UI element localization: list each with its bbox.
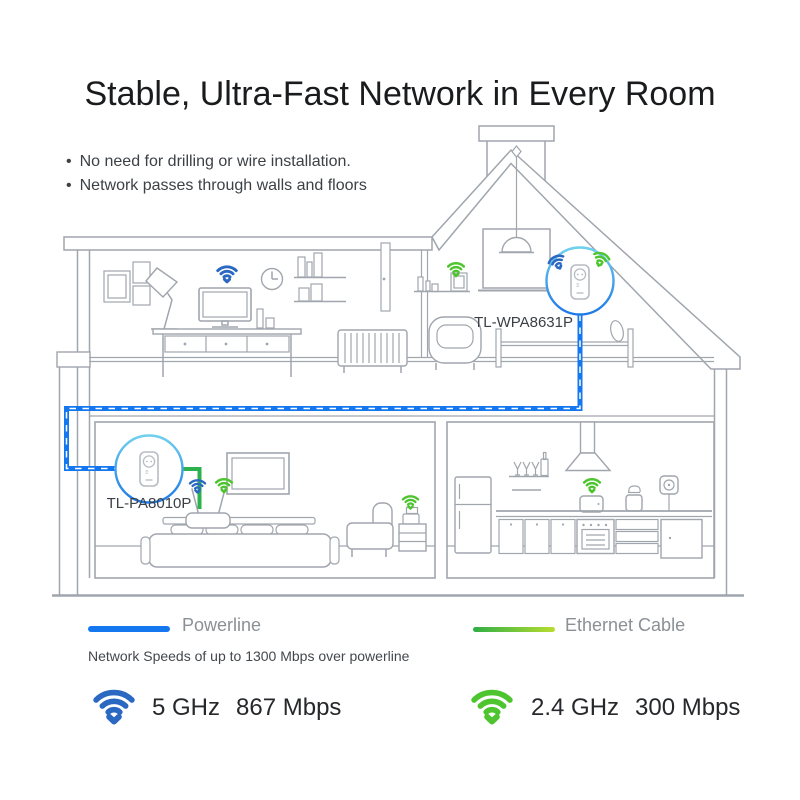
- cup: [265, 317, 275, 329]
- printer: [402, 513, 420, 525]
- candle: [256, 308, 264, 329]
- range-hood: [564, 421, 612, 472]
- feature-list: No need for drilling or wire installatio…: [66, 150, 367, 198]
- door: [380, 242, 391, 312]
- feature-item: Network passes through walls and floors: [66, 174, 367, 198]
- band-speed: 300 Mbps: [635, 694, 741, 721]
- ethernet-legend-line: [473, 627, 555, 632]
- attic-wall: [420, 250, 429, 357]
- left-wall: [76, 250, 91, 595]
- band-label: 5 GHz: [152, 694, 221, 721]
- bedroom-armchair: [346, 502, 394, 557]
- chimney: [486, 141, 546, 181]
- device-tl-pa8010p: [114, 434, 184, 504]
- pillow: [610, 320, 624, 342]
- band-24ghz: 2.4 GHz 300 Mbps: [531, 694, 740, 722]
- band-speed: 867 Mbps: [236, 694, 342, 721]
- roof: [431, 148, 741, 370]
- fridge: [454, 476, 492, 554]
- pendant-lamp: [499, 145, 534, 254]
- page-title: Stable, Ultra-Fast Network in Every Room: [84, 74, 716, 113]
- bottle: [540, 458, 549, 477]
- smart-speaker: [579, 495, 604, 513]
- kitchen-cabinets: [496, 510, 712, 559]
- powerline-legend-label: Powerline: [182, 615, 262, 635]
- device-label-pa8010p: TL-PA8010P: [106, 495, 192, 512]
- chimney-cap: [478, 125, 555, 142]
- band-5ghz: 5 GHz 867 Mbps: [152, 694, 341, 722]
- attic: [414, 145, 634, 370]
- wifi-icon-blue: [89, 684, 139, 726]
- powerline-adapter-icon: [139, 451, 159, 487]
- oven: [576, 518, 615, 555]
- attic-shelf: [414, 272, 470, 293]
- powerline-adapter-icon: [570, 264, 590, 300]
- ethernet-cable: [183, 467, 202, 509]
- wifi-icon-blue: [216, 265, 238, 284]
- wall-tv: [226, 452, 290, 495]
- band-label: 2.4 GHz: [531, 694, 620, 721]
- wall-clock: [260, 267, 284, 291]
- tall-cabinet: [660, 518, 703, 559]
- wall-shelves: [294, 252, 346, 303]
- ethernet-legend-label: Ethernet Cable: [565, 615, 686, 635]
- flat-roof: [63, 236, 433, 251]
- feature-item: No need for drilling or wire installatio…: [66, 150, 367, 174]
- device-tl-wpa8631p: [545, 246, 615, 316]
- tv: [198, 287, 252, 328]
- radiator: [337, 329, 408, 373]
- wall-ledge: [56, 351, 91, 368]
- picture-frames: [103, 261, 151, 306]
- powerline-legend-line: [88, 626, 170, 632]
- house-outline: [52, 125, 744, 597]
- kettle: [625, 485, 643, 512]
- kitchen: [446, 421, 715, 579]
- living-room: [103, 242, 408, 377]
- device-label-wpa8631p: TL-WPA8631P: [474, 314, 573, 331]
- wifi-icon-green: [467, 684, 517, 726]
- wall-outlet: [659, 475, 679, 511]
- attic-armchair: [428, 316, 482, 370]
- side-cabinet: [398, 506, 427, 552]
- powerline-speed-note: Network Speeds of up to 1300 Mbps over p…: [88, 648, 410, 664]
- daybed: [495, 320, 634, 368]
- glass-shelf: [509, 451, 549, 491]
- desk-lamp: [145, 267, 179, 330]
- sideboard: [152, 308, 302, 377]
- right-wall: [713, 369, 728, 595]
- powerline-cable: [64, 314, 583, 471]
